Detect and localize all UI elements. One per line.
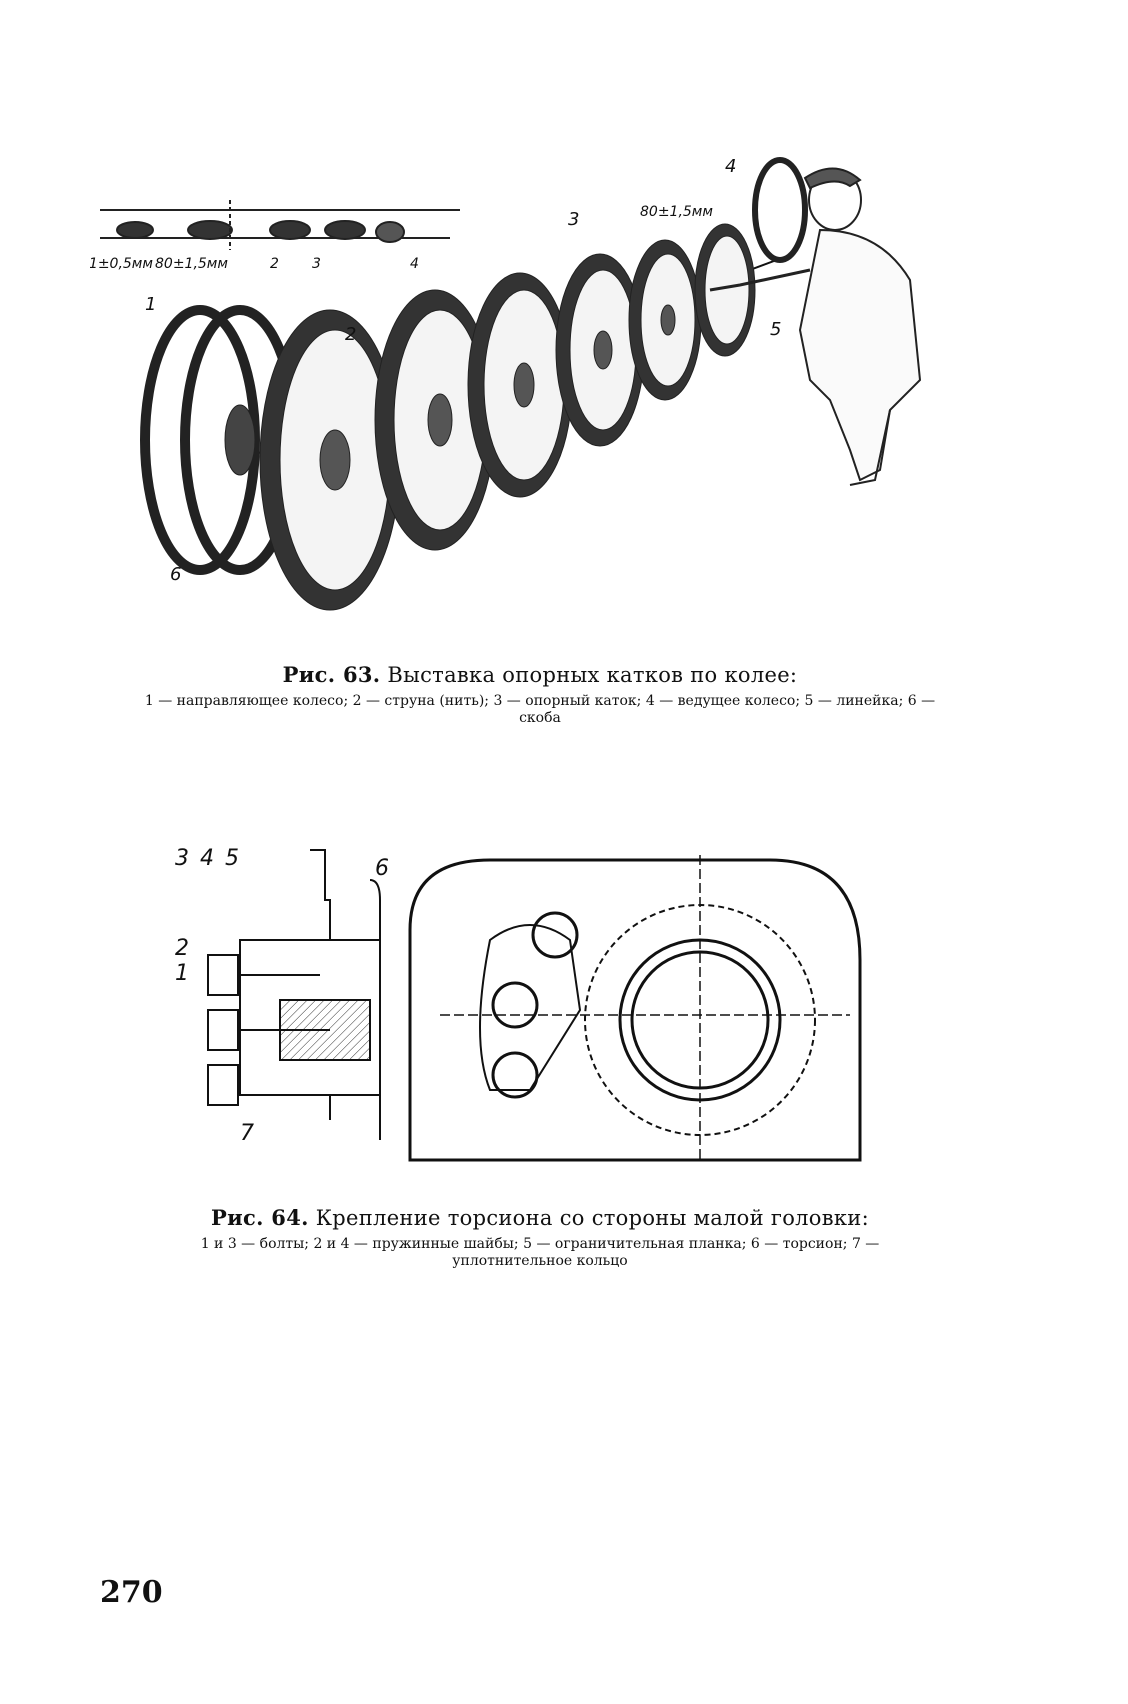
callout-4: 4 [200, 846, 214, 871]
fig63-callouts: 1 2 3 4 5 6 [145, 156, 781, 585]
road-wheels [259, 223, 756, 611]
figure-64-legend: 1 и 3 — болты; 2 и 4 — пружинные шайбы; … [200, 1236, 880, 1269]
callout-1: 1 [145, 294, 156, 315]
callout-3: 3 [175, 846, 189, 871]
inset-callout-2: 2 [270, 256, 279, 272]
callout-7: 7 [240, 1121, 254, 1146]
figure-63-number: Рис. 63. [282, 662, 381, 687]
inset-callout-3: 3 [312, 256, 321, 272]
figure-64-title: Рис. 64. Крепление торсиона со стороны м… [100, 1205, 980, 1230]
page-number: 270 [100, 1575, 163, 1610]
inset-dim-height: 11±0,5мм [90, 256, 153, 272]
figure-64-number: Рис. 64. [211, 1205, 309, 1230]
inset-dimensions: 11±0,5мм 80±1,5мм 80±1,5мм 2 3 4 [90, 204, 713, 272]
callout-1: 1 [175, 961, 189, 986]
callout-5: 5 [770, 319, 781, 340]
drive-sprocket [752, 157, 808, 263]
sectional-view [207, 849, 381, 1140]
callout-5: 5 [225, 846, 239, 871]
figure-63-title-text: Выставка опорных катков по колее: [387, 663, 798, 687]
fig64-callouts: 3 4 5 6 2 1 7 [175, 846, 389, 1146]
front-view [408, 855, 862, 1162]
callout-6: 6 [375, 856, 389, 881]
torsion-bar-mount-drawing: 3 4 5 6 2 1 7 [175, 846, 862, 1162]
figure-63-illustration: 1 2 3 4 5 6 11±0,5мм 80±1,5мм 80±1,5мм 2… [90, 150, 1030, 650]
inset-schematic [100, 200, 460, 250]
callout-6: 6 [170, 564, 181, 585]
inset-dim-spacing: 80±1,5мм [155, 256, 228, 272]
soldier-figure [709, 167, 922, 486]
callout-2: 2 [175, 936, 189, 961]
figure-63-legend: 1 — направляющее колесо; 2 — струна (нит… [144, 693, 936, 726]
callout-3: 3 [568, 209, 579, 230]
track-wheel-alignment-drawing: 1 2 3 4 5 6 11±0,5мм 80±1,5мм 80±1,5мм 2… [90, 156, 922, 611]
main-dim-spacing: 80±1,5мм [640, 204, 713, 220]
figure-63-caption: Рис. 63. Выставка опорных катков по коле… [100, 662, 980, 727]
figure-64-caption: Рис. 64. Крепление торсиона со стороны м… [100, 1205, 980, 1270]
figure-64-illustration: 3 4 5 6 2 1 7 [170, 840, 890, 1170]
callout-2: 2 [345, 324, 356, 345]
callout-4: 4 [725, 156, 736, 177]
figure-63-title: Рис. 63. Выставка опорных катков по коле… [100, 662, 980, 687]
inset-callout-4: 4 [410, 256, 419, 272]
figure-64-title-text: Крепление торсиона со стороны малой голо… [315, 1206, 869, 1230]
